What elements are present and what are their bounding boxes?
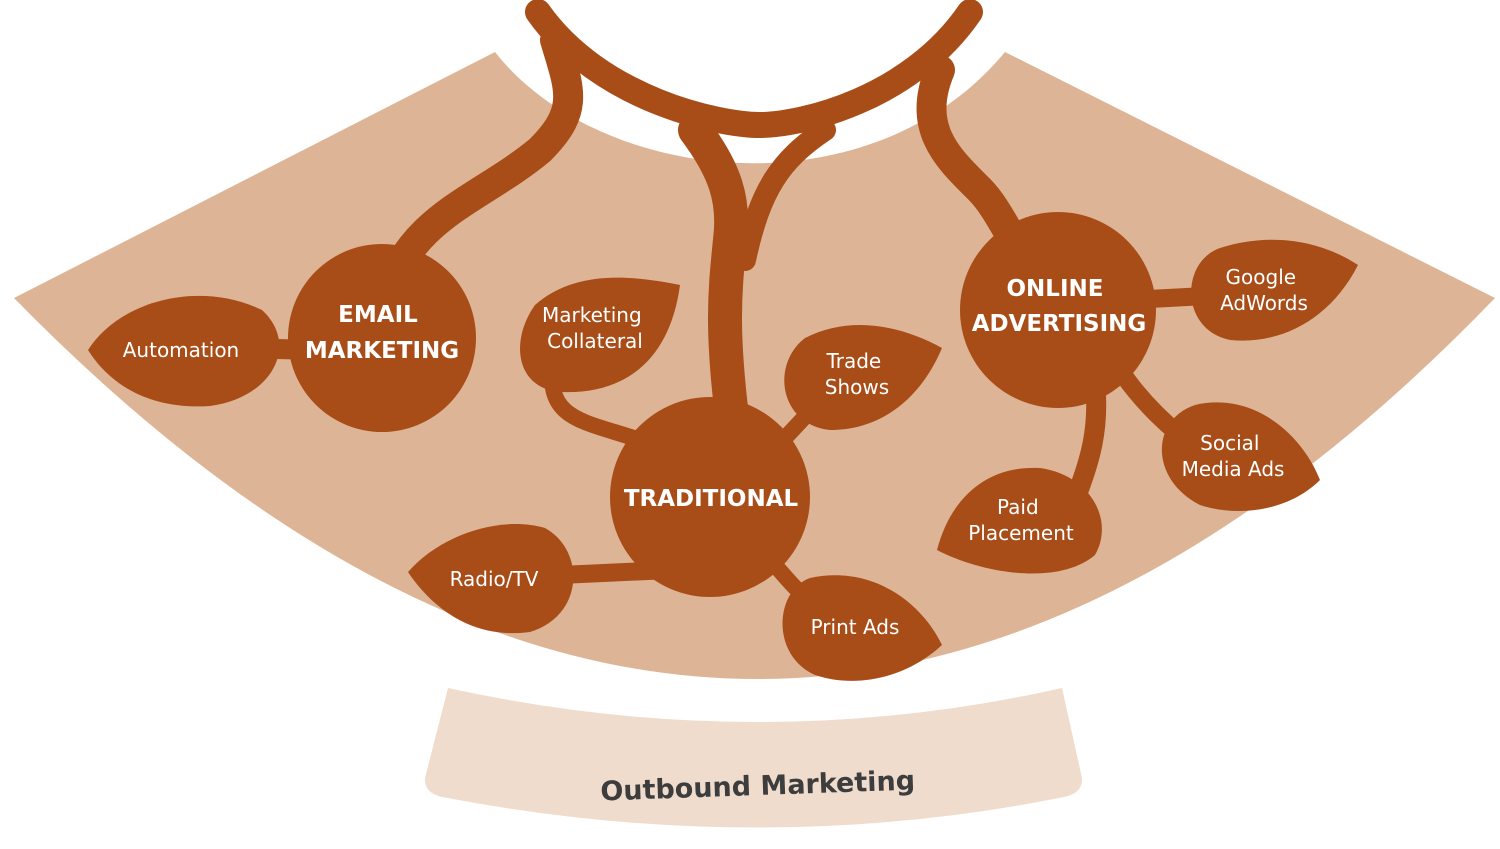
leaf-google-adwords-label: Google AdWords: [1220, 265, 1308, 315]
leaf-paid-placement-label: Paid Placement: [968, 495, 1074, 545]
leaf-trade-shows-label: Trade Shows: [825, 349, 889, 399]
leaf-google-adwords: [1191, 239, 1358, 341]
leaf-print-ads-label: Print Ads: [811, 615, 900, 639]
leaf-social-media-ads: [1161, 402, 1320, 512]
leaf-marketing-collateral-label: Marketing Collateral: [542, 303, 648, 353]
hub-email-marketing: [288, 244, 476, 432]
leaf-radio-tv-label: Radio/TV: [450, 567, 539, 591]
leaf-print-ads: [782, 575, 942, 681]
hub-online-advertising: [960, 212, 1156, 408]
hub-traditional: [610, 397, 810, 597]
hub-traditional-label: TRADITIONAL: [624, 486, 799, 512]
leaf-marketing-collateral: [520, 277, 680, 393]
fan-background: [14, 52, 1495, 679]
leaf-paid-placement: [937, 467, 1102, 574]
leaf-radio-tv: [408, 524, 574, 634]
leaf-automation-label: Automation: [123, 338, 239, 362]
leaf-automation: [88, 295, 280, 407]
leaf-social-media-ads-label: Social Media Ads: [1182, 431, 1285, 481]
hub-email-marketing-label: EMAIL MARKETING: [305, 302, 459, 364]
leaf-trade-shows: [784, 324, 942, 430]
base-band: [424, 688, 1083, 828]
hub-online-advertising-label: ONLINE ADVERTISING: [972, 276, 1147, 337]
